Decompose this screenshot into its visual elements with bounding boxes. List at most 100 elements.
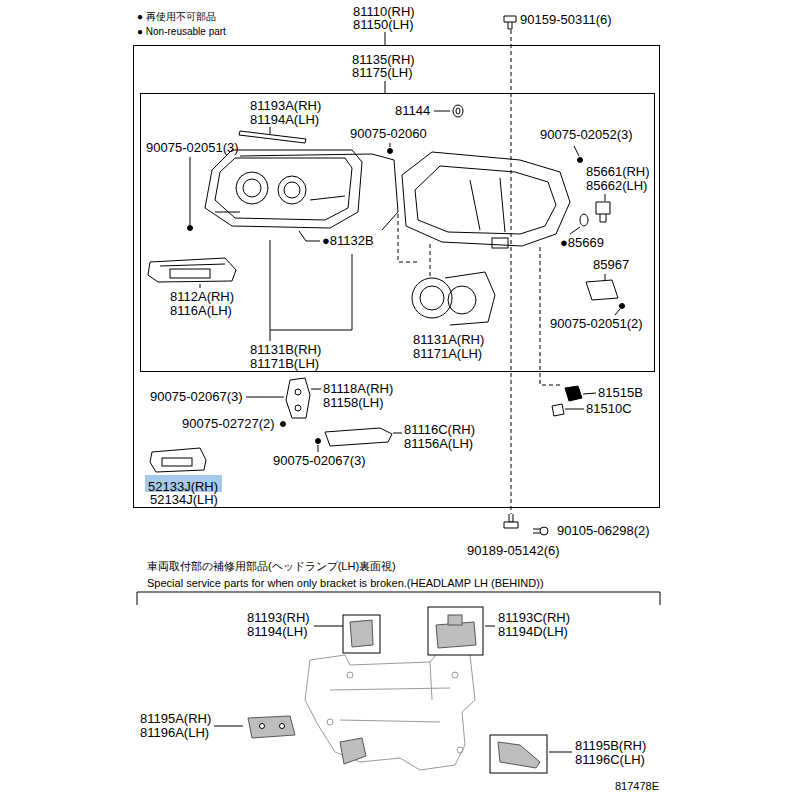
part-number: 90075-02051(3)	[146, 141, 239, 155]
part-number: ●81132B	[322, 234, 374, 248]
headlamp-housing	[500, 178, 505, 232]
small-part	[565, 386, 582, 401]
leader-line	[390, 143, 391, 147]
bracket-illustration	[350, 620, 373, 647]
part-number: 81195A(RH) 81196A(LH)	[140, 712, 211, 740]
leader-line	[549, 752, 572, 753]
small-part	[295, 405, 301, 411]
part-number: 90075-02052(3)	[540, 128, 633, 142]
assembly-number: 81110(RH) 81150(LH)	[353, 5, 415, 31]
headlamp-lens	[215, 158, 352, 220]
assembly-number: 81135(RH) 81175(LH)	[352, 53, 415, 79]
bracket-illustration	[448, 615, 462, 625]
bracket-illustration	[248, 716, 295, 738]
bolt-symbol	[281, 422, 286, 427]
small-part	[600, 214, 606, 222]
part-number: 52134J(LH)	[150, 493, 218, 507]
legend-note: ● Non-reusable part	[137, 26, 226, 37]
headlamp-housing	[456, 108, 460, 114]
headlamp-housing	[415, 166, 556, 234]
leader-line	[615, 309, 620, 315]
headlamp-housing	[453, 105, 463, 117]
bolt-symbol	[504, 16, 516, 22]
bracket-illustration	[498, 742, 540, 768]
small-part	[295, 389, 301, 395]
section-note: 車両取付部の補修用部品(ヘッドランプ(LH)裏面視)	[147, 560, 396, 572]
small-part	[552, 404, 564, 416]
small-part	[162, 458, 192, 466]
part-number: 90075-02067(3)	[273, 454, 366, 468]
part-number: 81510C	[586, 402, 632, 416]
headlamp-lens	[236, 172, 268, 204]
section-bracket	[137, 592, 660, 605]
bolt-symbol	[316, 439, 321, 444]
bracket-illustration	[260, 724, 265, 729]
part-number: 81131B(RH) 81171B(LH)	[250, 343, 321, 371]
leader-line	[570, 227, 580, 234]
bracket-illustration	[280, 724, 285, 729]
small-part	[580, 214, 588, 226]
part-number: 90075-02051(2)	[550, 317, 643, 331]
dashed-guide	[511, 30, 512, 514]
headlamp-lens	[310, 196, 345, 200]
bracket-illustration	[452, 672, 458, 678]
small-part	[150, 448, 206, 472]
bracket-illustration	[436, 622, 476, 648]
bracket-illustration	[347, 672, 353, 678]
leader-line	[299, 231, 320, 241]
part-number: 90075-02060	[350, 127, 427, 141]
part-number: 52133J(RH)	[148, 480, 218, 493]
leader-line	[246, 397, 284, 398]
small-part	[448, 286, 476, 314]
gasket	[240, 154, 398, 230]
bolt-symbol	[533, 529, 540, 533]
bolt-symbol	[188, 226, 193, 231]
small-part	[160, 264, 225, 266]
bracket-illustration	[457, 747, 463, 753]
part-number: 90189-05142(6)	[467, 544, 560, 558]
leader-line	[574, 146, 579, 156]
part-number: 8112A(RH) 8116A(LH)	[170, 290, 234, 318]
small-part	[170, 269, 210, 278]
headlamp-lens	[215, 212, 240, 213]
dashed-guide	[540, 247, 562, 385]
legend-note: ● 再使用不可部品	[137, 11, 216, 22]
part-number: 90105-06298(2)	[557, 524, 650, 538]
leader-line	[605, 194, 606, 201]
leader-line	[314, 626, 343, 627]
part-number: 85661(RH) 85662(LH)	[586, 165, 650, 193]
bolt-symbol	[540, 527, 548, 535]
part-number: 81515B	[598, 386, 643, 400]
headlamp-lens	[243, 179, 261, 197]
headlamp-lens	[284, 182, 300, 198]
leader-line	[485, 626, 495, 627]
headlamp-lens	[278, 176, 306, 204]
leader-line	[385, 81, 386, 93]
bracket-illustration	[490, 735, 547, 773]
dashed-guide	[398, 30, 562, 514]
part-number: 81116C(RH) 81156A(LH)	[404, 423, 475, 451]
leader-line	[200, 284, 201, 288]
part-number: 81193A(RH) 81194A(LH)	[250, 99, 321, 127]
part-number: 90075-02067(3)	[150, 390, 243, 404]
part-number: 81195B(RH) 81196C(LH)	[575, 739, 646, 767]
section-bracket	[137, 592, 660, 605]
small-part	[148, 258, 236, 282]
bracket-illustration	[330, 662, 450, 722]
leader-line	[270, 240, 271, 341]
bolt-symbol	[504, 522, 518, 528]
bolt-symbol	[578, 158, 583, 163]
headlamp-housing	[402, 152, 570, 246]
leader-line	[318, 445, 319, 452]
bracket-illustration	[305, 650, 475, 770]
bracket-illustration	[340, 738, 366, 764]
headlamp-lens	[239, 131, 306, 143]
part-number: 81193C(RH) 81194D(LH)	[498, 611, 570, 639]
small-part	[420, 286, 444, 310]
bolt-symbol	[620, 304, 625, 309]
headlamp-housing	[402, 105, 570, 248]
bracket-illustration	[343, 615, 380, 653]
small-part	[286, 378, 310, 418]
